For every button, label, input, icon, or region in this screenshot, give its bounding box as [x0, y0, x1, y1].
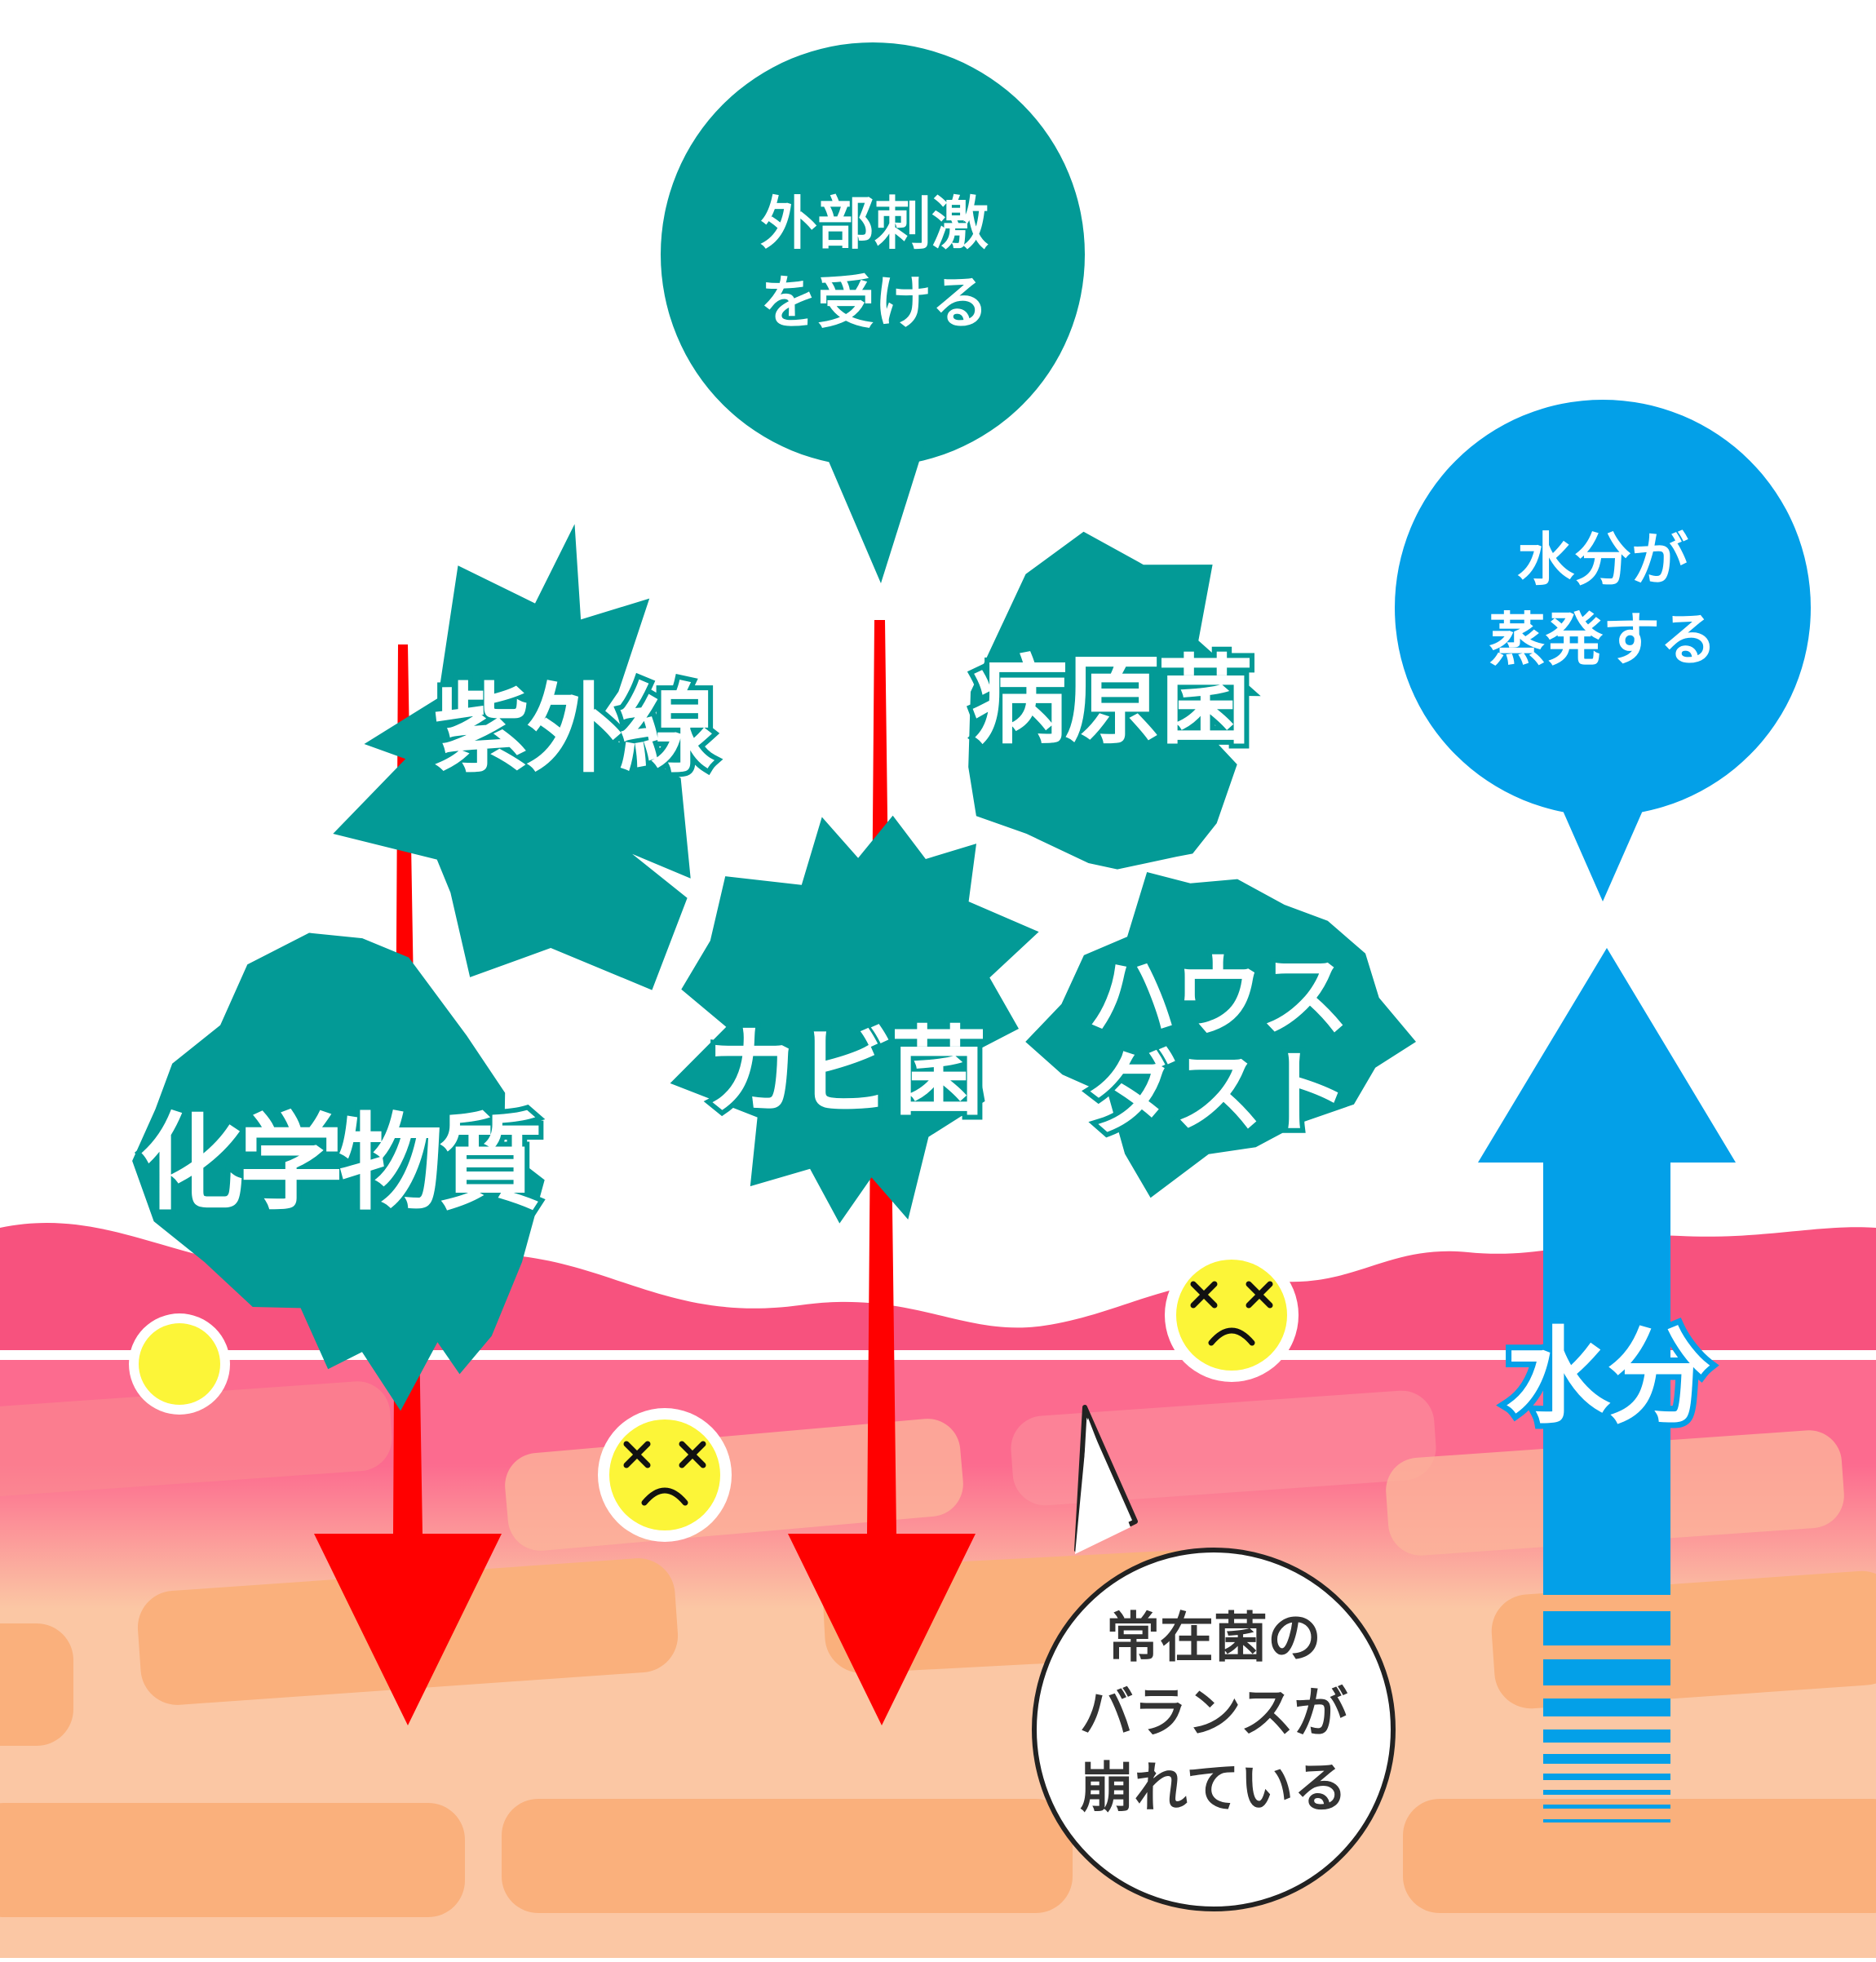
label-house-dust-1: ハウス — [1087, 945, 1347, 1049]
stimuli-bursts — [132, 524, 1416, 1411]
bacteria-balance-bubble: 常在菌の バランスが 崩れている — [1032, 1405, 1396, 1911]
external-stimulus-line1: 外部刺激 — [760, 190, 989, 257]
label-pathogen: 病原菌 — [971, 644, 1250, 757]
evaporation-line1: 水分が — [1517, 526, 1688, 593]
skin-cell — [0, 1623, 73, 1746]
moisture-arrow: 水分 — [1478, 948, 1736, 1822]
stimuli-labels: 紫外線 病原菌 化学物質 カビ菌 ハウス ダスト — [135, 640, 1355, 1229]
starburst-icon — [968, 531, 1261, 870]
bacteria-line3: 崩れている — [1080, 1756, 1347, 1819]
arrow-up-icon — [1478, 948, 1736, 1595]
starburst-icon — [333, 524, 691, 990]
moisture-stripes — [1543, 1611, 1670, 1822]
starburst-icon — [1025, 872, 1416, 1198]
moisture-label: 水分 — [1506, 1317, 1710, 1438]
yellow-dot-icon — [129, 1313, 230, 1415]
external-stimulus-bubble: 外部刺激 を受ける — [661, 42, 1085, 583]
sad-face-icon — [598, 1408, 732, 1542]
evaporation-line2: 蒸発する — [1489, 606, 1717, 673]
label-uv: 紫外線 — [433, 673, 715, 786]
skin-cell — [0, 1803, 465, 1917]
skin-cell — [502, 1799, 1073, 1913]
starburst-icon — [132, 932, 545, 1411]
skin-cell — [0, 1381, 392, 1499]
bacteria-line1: 常在菌の — [1106, 1606, 1321, 1669]
external-stimulus-line2: を受ける — [760, 269, 989, 336]
bacteria-line2: バランスが — [1080, 1681, 1348, 1744]
label-house-dust-2: ダスト — [1087, 1041, 1347, 1145]
skin-cell — [1403, 1799, 1876, 1913]
sad-face-icon — [1165, 1248, 1299, 1382]
resident-bacteria — [129, 1248, 1299, 1542]
starburst-icon — [670, 815, 1039, 1224]
label-mold: カビ菌 — [705, 1016, 984, 1128]
evaporation-bubble: 水分が 蒸発する — [1395, 400, 1811, 901]
label-chemical: 化学物質 — [139, 1103, 539, 1225]
